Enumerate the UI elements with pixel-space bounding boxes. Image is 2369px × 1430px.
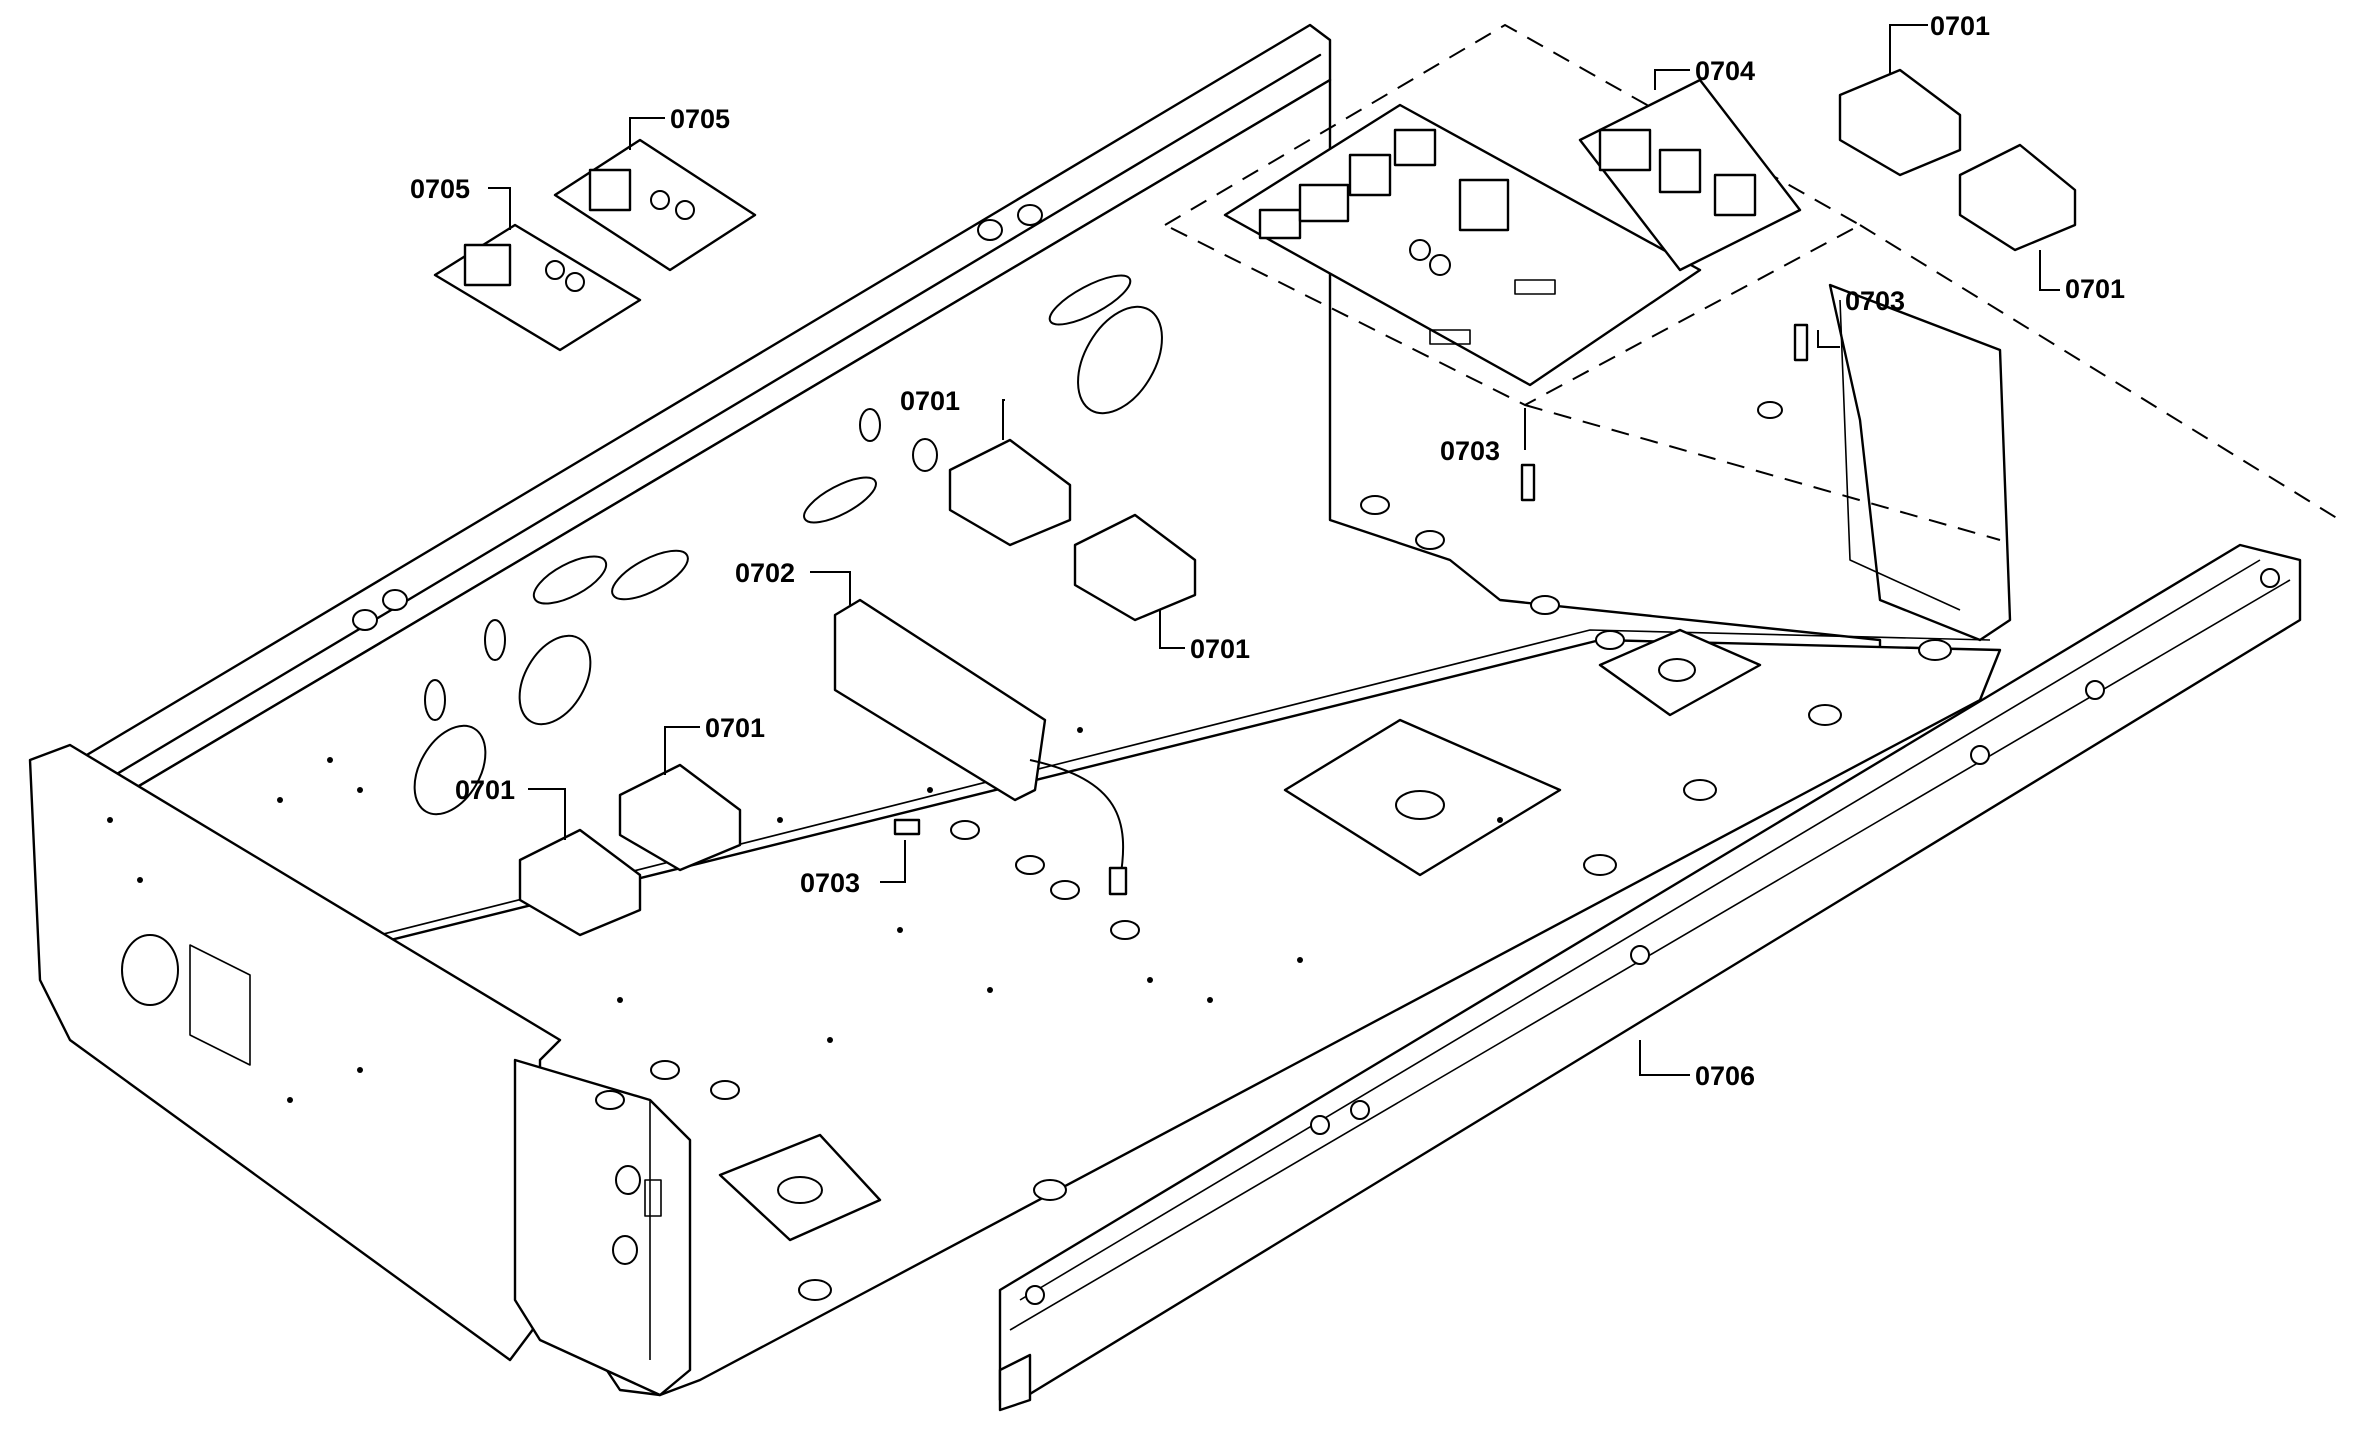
control-board-0704 — [1223, 78, 1802, 387]
callout-0701-top-right-a: 0701 — [1930, 11, 1990, 41]
callout-0703-center: 0703 — [1440, 436, 1500, 466]
callout-labels: 0701 0701 0704 0705 0705 0703 0703 0701 … — [410, 11, 2125, 1091]
callout-0705-a: 0705 — [670, 104, 730, 134]
leader-lines — [488, 24, 2060, 1076]
callout-0704: 0704 — [1695, 56, 1755, 86]
relay-block-0701-top-right-b — [1958, 143, 2077, 252]
callout-0701-middle-a: 0701 — [900, 386, 960, 416]
callout-0703-left: 0703 — [800, 868, 860, 898]
clip-0703-center — [1520, 463, 1536, 502]
callout-0705-b: 0705 — [410, 174, 470, 204]
relay-board-0705-a — [553, 138, 757, 272]
callout-0701-top-right-b: 0701 — [2065, 274, 2125, 304]
relay-block-0701-middle-b — [1073, 513, 1197, 622]
callout-0701-left-b: 0701 — [455, 775, 515, 805]
clip-0703-right — [1793, 323, 1809, 362]
callout-0701-middle-b: 0701 — [1190, 634, 1250, 664]
pcb-0702 — [833, 598, 1128, 896]
relay-block-0701-middle-a — [948, 438, 1072, 547]
side-rail — [998, 543, 2302, 1412]
relay-board-0705-b — [433, 223, 642, 352]
clip-0703-left — [893, 818, 921, 836]
relay-block-0701-top-right-a — [1838, 68, 1962, 177]
relay-block-0701-left-a — [618, 763, 742, 872]
callout-0702: 0702 — [735, 558, 795, 588]
relay-block-0701-left-b — [518, 828, 642, 937]
callout-0701-left-a: 0701 — [705, 713, 765, 743]
callout-0703-right: 0703 — [1845, 286, 1905, 316]
callout-0706: 0706 — [1695, 1061, 1755, 1091]
